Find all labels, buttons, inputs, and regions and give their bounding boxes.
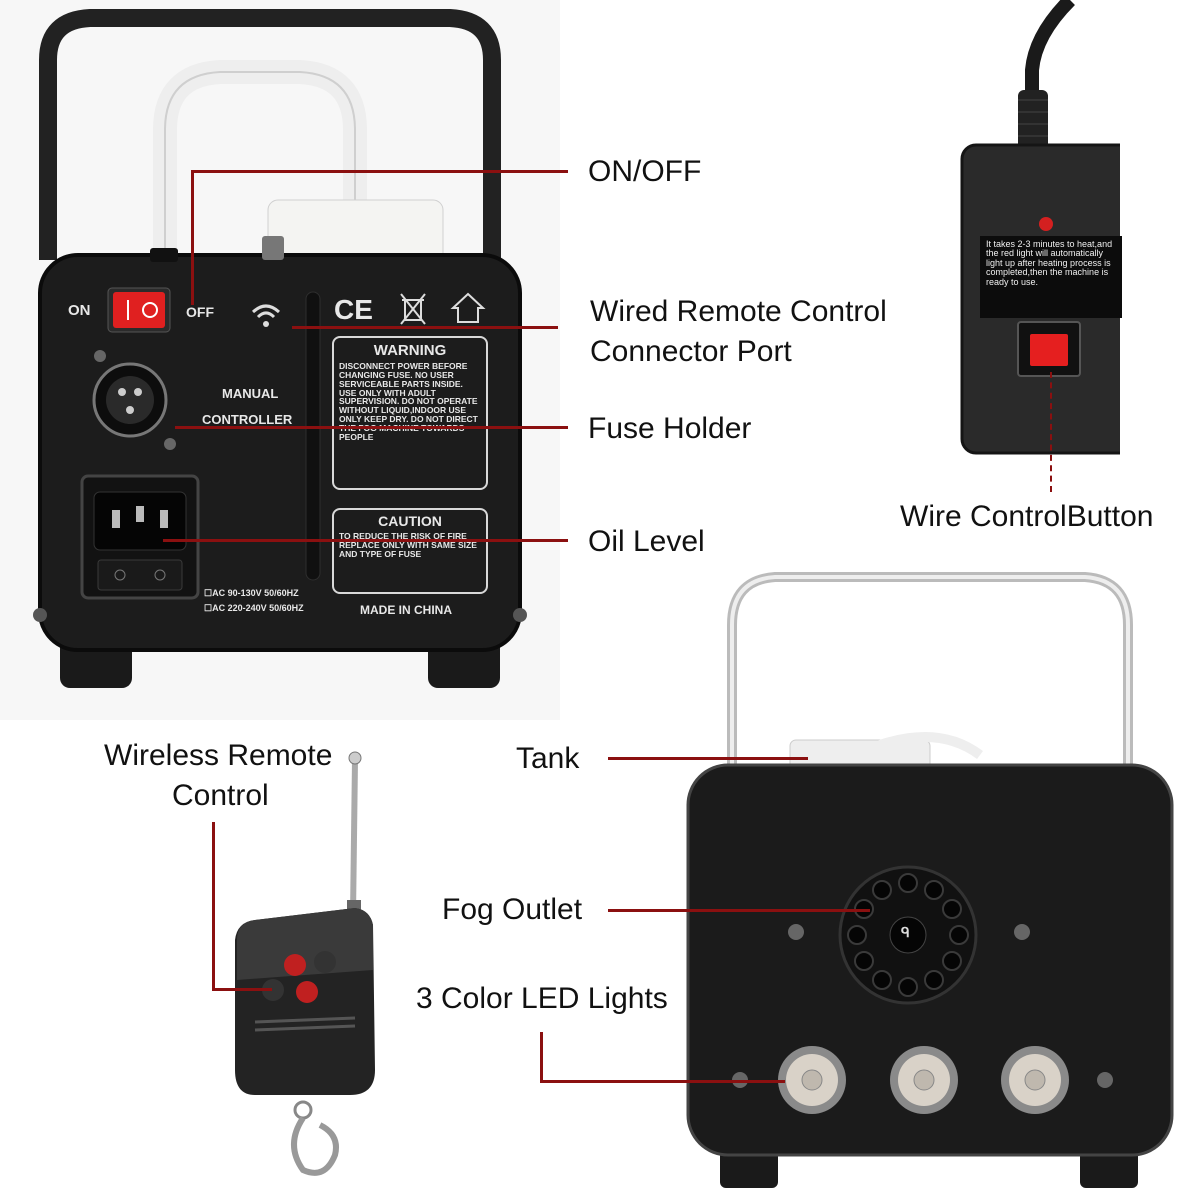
rear-view-photo: ON OFF MANUAL CONTROLLER CE WARNING DISC… [0, 0, 560, 720]
leader-led-h [540, 1080, 785, 1083]
callout-fog-outlet: Fog Outlet [442, 893, 583, 926]
leader-fog [608, 909, 870, 912]
wired-remote-label: It takes 2-3 minutes to heat,and the red… [980, 236, 1122, 318]
voltage-option-2: ☐AC 220-240V 50/60HZ [204, 603, 304, 613]
leader-tank [608, 757, 808, 760]
callout-oil-level: Oil Level [588, 525, 705, 558]
leader-oil [163, 539, 568, 542]
leader-fuse [175, 426, 568, 429]
leader-wired-port [292, 326, 558, 329]
warning-title: WARNING [373, 342, 447, 359]
weee-bin-icon [400, 292, 426, 331]
callout-wired-remote-1: Wired Remote Control [590, 295, 887, 328]
controller-label: CONTROLLER [202, 412, 293, 427]
wired-remote-label-text: It takes 2-3 minutes to heat,and the red… [986, 239, 1113, 287]
house-icon [450, 290, 486, 331]
callout-fuse-holder: Fuse Holder [588, 412, 752, 445]
wired-remote-button[interactable] [1030, 334, 1068, 366]
callout-wireless-remote-1: Wireless Remote [104, 739, 333, 772]
caution-text: TO REDUCE THE RISK OF FIRE REPLACE ONLY … [339, 530, 477, 559]
leader-led [540, 1032, 543, 1082]
made-in-label: MADE IN CHINA [360, 603, 452, 617]
wifi-icon [250, 300, 282, 335]
caution-box: CAUTION TO REDUCE THE RISK OF FIRE REPLA… [332, 508, 488, 594]
callout-wire-control-button: Wire ControlButton [900, 500, 1154, 533]
leader-wireless-h [212, 988, 272, 991]
warning-text: DISCONNECT POWER BEFORE CHANGING FUSE. N… [339, 360, 478, 443]
fog-outlet-mark: ᑫ [901, 924, 910, 940]
switch-on-label: ON [68, 302, 91, 319]
ce-mark-icon: CE [334, 294, 373, 325]
caution-title: CAUTION [378, 513, 442, 529]
warning-box: WARNING DISCONNECT POWER BEFORE CHANGING… [332, 336, 488, 490]
wired-remote-drawing [960, 0, 1120, 455]
leader-wire-button [1050, 372, 1052, 492]
callout-on-off: ON/OFF [588, 155, 702, 188]
leader-on-off [191, 170, 568, 173]
manual-label: MANUAL [222, 386, 279, 401]
callout-wired-remote-2: Connector Port [590, 335, 792, 368]
callout-tank: Tank [516, 742, 580, 775]
wireless-remote-drawing [235, 751, 375, 1176]
callout-wireless-remote-2: Control [172, 779, 269, 812]
leader-on-off-drop [191, 170, 194, 305]
rear-machine-drawing [33, 8, 527, 688]
front-machine-drawing [686, 572, 1174, 1188]
callout-led-lights: 3 Color LED Lights [416, 982, 668, 1015]
voltage-option-1: ☐AC 90-130V 50/60HZ [204, 588, 299, 598]
leader-wireless [212, 822, 215, 990]
switch-off-label: OFF [186, 304, 214, 320]
